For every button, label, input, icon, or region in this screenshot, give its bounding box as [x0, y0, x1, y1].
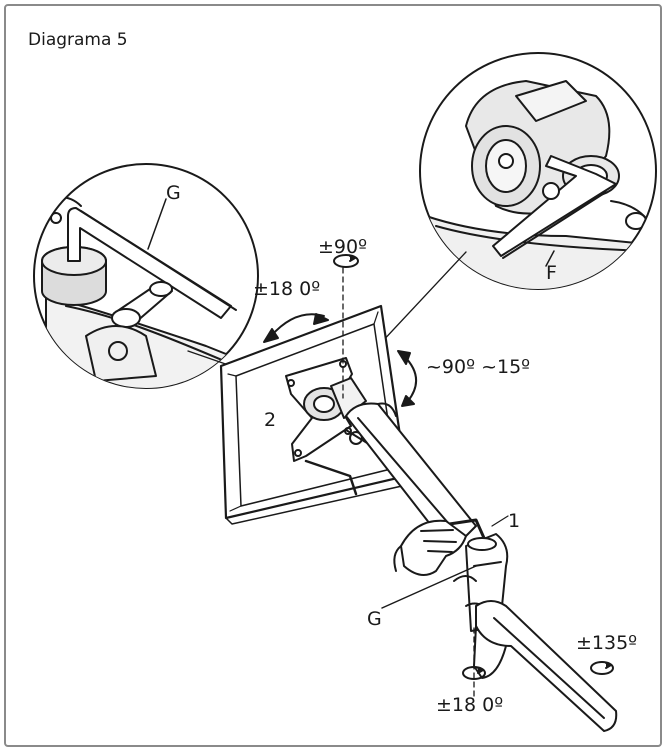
diagram-frame: Diagrama 5 G F ±90º ±18 0º ~90º ~15º 2 1…	[4, 4, 662, 747]
rotation-arrow-top	[333, 254, 359, 399]
lower-arm	[473, 600, 618, 732]
step-label-1: 1	[508, 510, 521, 532]
hex-key-small	[304, 459, 358, 496]
callout-label-f: F	[546, 262, 557, 284]
callout-circle-g	[33, 163, 259, 389]
rotation-label-arm: ±135º	[576, 632, 638, 654]
leader-f	[545, 250, 555, 267]
rotation-arrow-arm	[590, 661, 614, 675]
tilt-head	[303, 377, 373, 447]
tilt-label: ~90º ~15º	[426, 356, 531, 378]
rotation-label-base: ±18 0º	[436, 694, 504, 716]
rotation-arrow-base	[462, 627, 486, 697]
assembly-illustration	[33, 52, 657, 732]
rotation-label-top: ±90º	[318, 236, 368, 258]
leader-g-bottom	[381, 565, 477, 609]
callout-label-g: G	[166, 182, 181, 204]
rotation-arrow-left	[263, 313, 329, 343]
callout-circle-f	[419, 52, 657, 290]
rotation-label-left: ±18 0º	[253, 278, 321, 300]
hand	[393, 519, 467, 576]
leader-g-top	[147, 198, 167, 250]
upper-arm	[345, 402, 477, 552]
leader-step-1	[491, 515, 509, 527]
diagram-title: Diagrama 5	[28, 30, 128, 50]
tool-label-g: G	[367, 608, 382, 630]
tilt-arrow	[397, 350, 417, 407]
step-label-2: 2	[264, 409, 277, 431]
